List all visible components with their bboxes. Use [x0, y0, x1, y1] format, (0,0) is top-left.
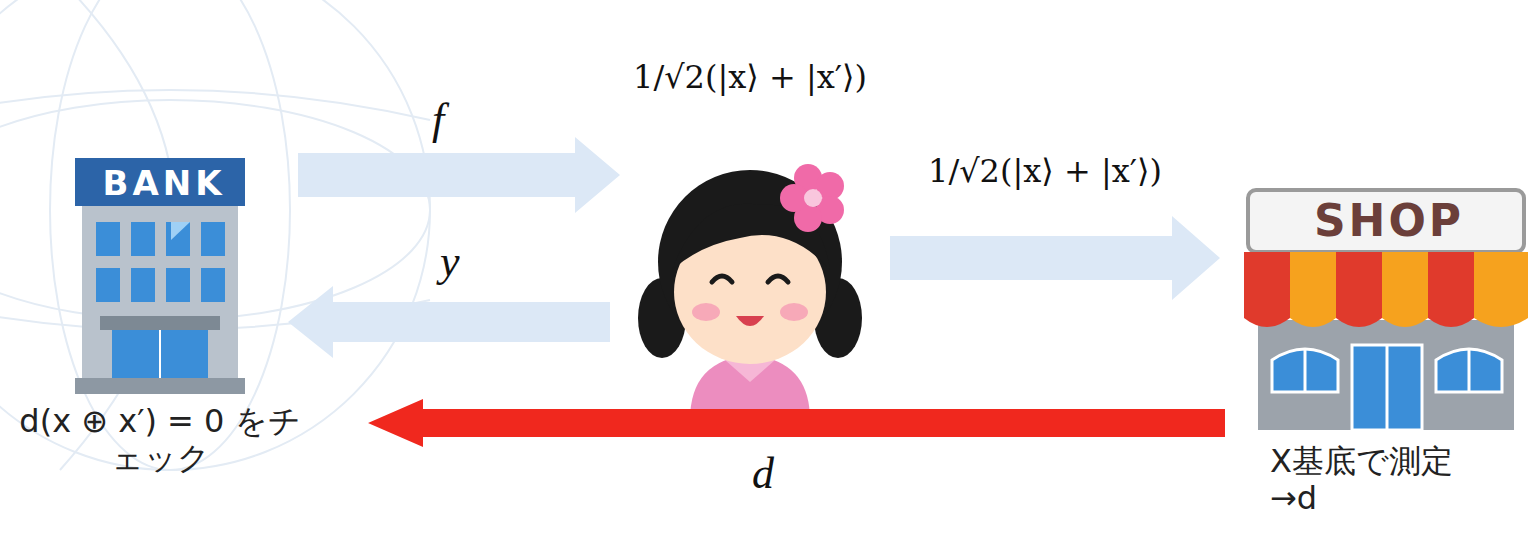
shop-building: SHOPX基底で測定 →d: [1240, 185, 1537, 430]
user-figure: 1/√2(|x⟩ + |x′⟩): [625, 150, 875, 420]
quantum-state: 1/√2(|x⟩ + |x′⟩): [575, 58, 925, 96]
edge-label: f: [432, 98, 444, 142]
bank-sign: BANK: [75, 163, 253, 203]
edge-label: y: [440, 240, 460, 284]
bank-building: BANKd(x ⊕ x′) = 0 をチェック: [75, 155, 253, 395]
edge-label: d: [752, 452, 774, 496]
flow-arrow: [298, 137, 620, 213]
flow-arrow: [288, 286, 610, 358]
edge-label-state: 1/√2(|x⟩ + |x′⟩): [885, 152, 1205, 190]
flow-arrow: [890, 216, 1220, 300]
flow-arrow: [368, 399, 1225, 447]
bank-check-note: d(x ⊕ x′) = 0 をチェック: [10, 403, 310, 477]
shop-sign: SHOP: [1240, 195, 1537, 246]
shop-measure-note: X基底で測定 →d: [1270, 443, 1495, 517]
